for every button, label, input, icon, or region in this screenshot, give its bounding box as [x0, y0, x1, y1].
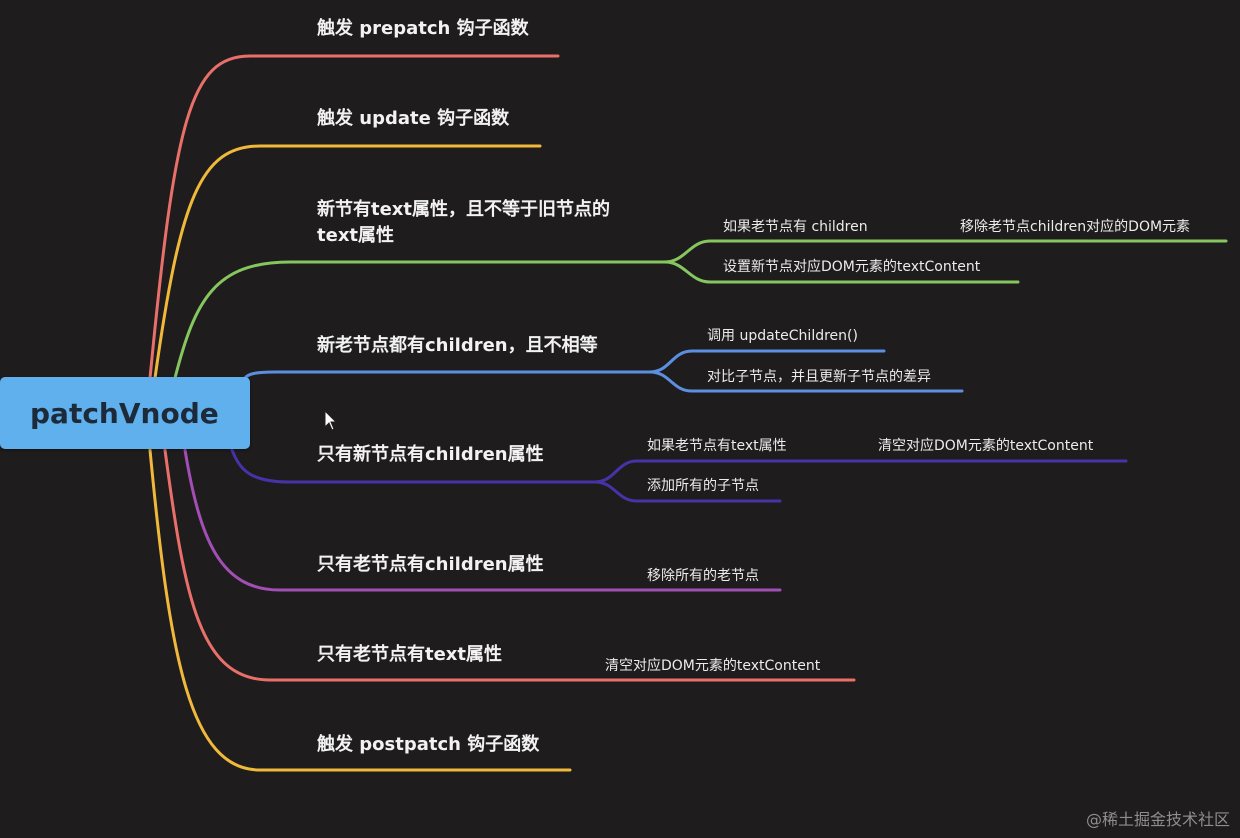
sub-line-set-textcontent [663, 260, 1020, 284]
branch-line-update [153, 144, 542, 380]
branch-label-old-children[interactable]: 只有老节点有children属性 [317, 554, 544, 575]
mouse-cursor-icon [324, 410, 338, 431]
sub-node-remove-all-old[interactable]: 移除所有的老节点 [647, 568, 759, 584]
branch-line-old-children [183, 448, 782, 592]
branch-label-update[interactable]: 触发 update 钩子函数 [317, 108, 510, 129]
branch-line-prepatch [148, 54, 560, 380]
branch-line-both-children [243, 370, 652, 380]
watermark: @稀土掘金技术社区 [1085, 810, 1230, 829]
branch-label-old-text[interactable]: 只有老节点有text属性 [317, 644, 503, 665]
sub-line-diff-children [648, 370, 964, 393]
sub-node-remove-old-children-dom[interactable]: 移除老节点children对应的DOM元素 [960, 219, 1191, 235]
branch-label-both-children[interactable]: 新老节点都有children，且不相等 [317, 335, 598, 356]
sub-node-clear-textcontent[interactable]: 清空对应DOM元素的textContent [878, 438, 1094, 454]
branch-line-postpatch [148, 448, 572, 772]
branch-line-old-text [163, 448, 856, 682]
sub-node-old-has-children[interactable]: 如果老节点有 children [723, 219, 868, 235]
branch-label-new-children[interactable]: 只有新节点有children属性 [317, 444, 544, 465]
sub-line-add-all-children [593, 480, 782, 503]
branch-line-text-diff [173, 260, 667, 380]
branch-label-text-diff[interactable]: 新节有text属性，且不等于旧节点的text属性 [317, 199, 611, 246]
sub-node-call-updatechildren[interactable]: 调用 updateChildren() [707, 328, 858, 344]
sub-node-old-has-text[interactable]: 如果老节点有text属性 [647, 438, 787, 454]
branch-label-postpatch[interactable]: 触发 postpatch 钩子函数 [317, 734, 540, 755]
branch-line-new-children [230, 448, 597, 484]
sub-node-add-all-children[interactable]: 添加所有的子节点 [647, 478, 759, 494]
sub-node-clear-textcontent-2[interactable]: 清空对应DOM元素的textContent [605, 658, 821, 674]
sub-node-diff-children[interactable]: 对比子节点，并且更新子节点的差异 [707, 369, 931, 385]
sub-node-set-textcontent[interactable]: 设置新节点对应DOM元素的textContent [723, 259, 981, 275]
branch-label-prepatch[interactable]: 触发 prepatch 钩子函数 [317, 18, 529, 39]
root-label: patchVnode [30, 396, 219, 430]
root-node[interactable]: patchVnode [0, 377, 250, 449]
